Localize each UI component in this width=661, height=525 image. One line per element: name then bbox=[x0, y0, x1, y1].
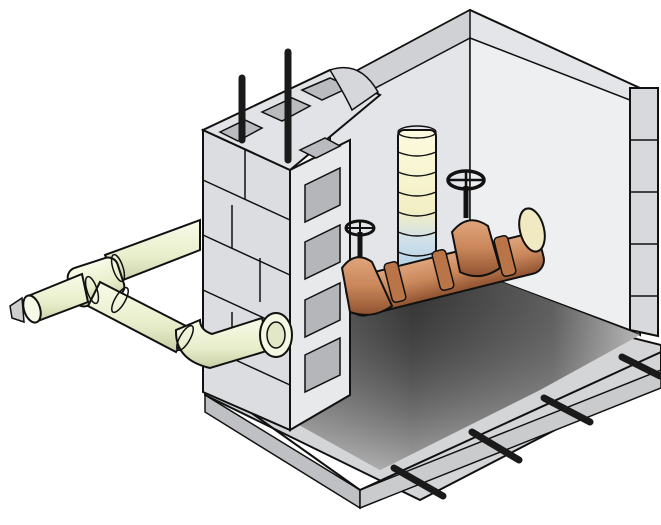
column-joints bbox=[630, 139, 658, 297]
pvc-piping bbox=[9, 218, 293, 370]
wall-rebar bbox=[238, 48, 292, 164]
rebar-dowels bbox=[390, 353, 661, 500]
stacked-standpipe bbox=[397, 125, 437, 279]
copper-valve-assembly bbox=[340, 207, 546, 317]
right-gate-valve bbox=[446, 169, 486, 218]
left-gate-valve bbox=[344, 219, 376, 258]
